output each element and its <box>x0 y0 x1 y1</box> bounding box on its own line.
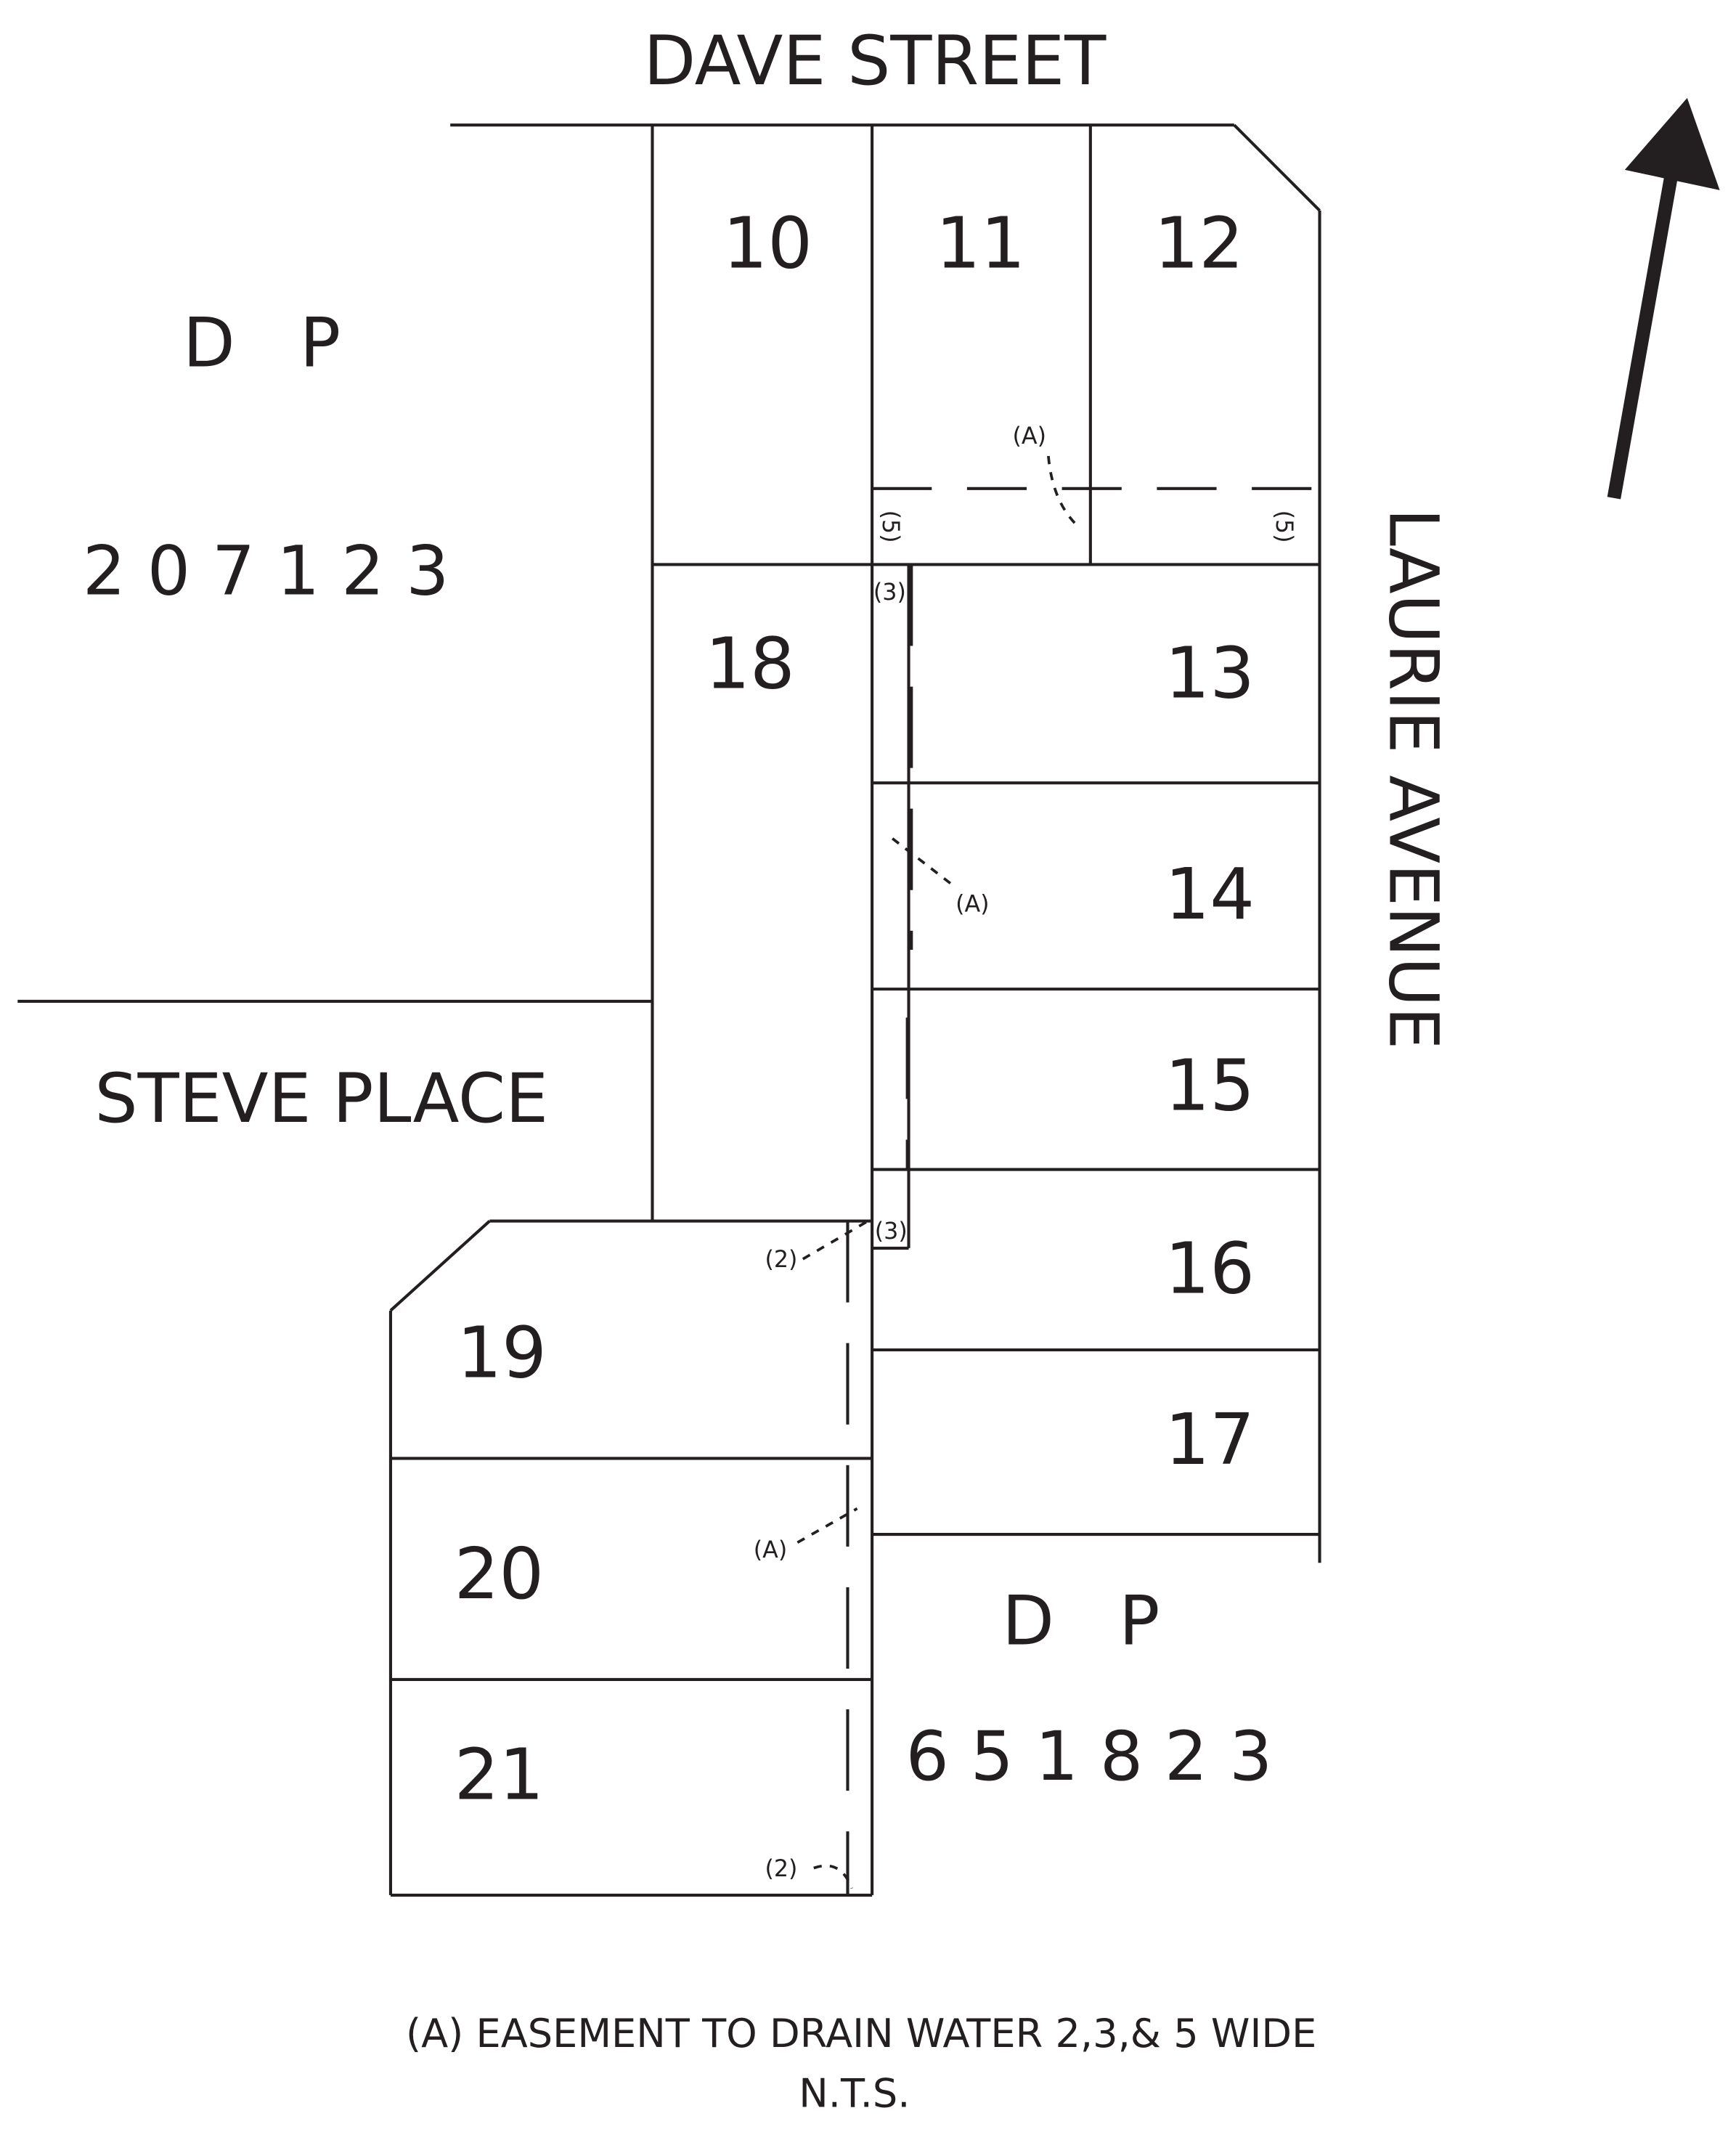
dp-number-right: 6 5 1 8 2 3 <box>906 1717 1273 1796</box>
lot-14: 14 <box>1165 853 1255 935</box>
lot-21: 21 <box>455 1733 545 1815</box>
easement-label-a: (A) <box>1013 423 1047 449</box>
lot-15: 15 <box>1165 1044 1255 1126</box>
dp-number-left: 2 0 7 1 2 3 <box>83 532 449 611</box>
easement-dashed-lines <box>846 487 1320 1895</box>
caption-scale: N.T.S. <box>799 2070 910 2116</box>
easement-width-2: (2) <box>765 1247 797 1273</box>
lot-10: 10 <box>722 202 812 284</box>
dp-prefix-left: D P <box>183 304 341 383</box>
street-label-steve: STEVE PLACE <box>94 1059 548 1139</box>
easement-leaders <box>796 455 1080 1889</box>
caption-legend: (A) EASEMENT TO DRAIN WATER 2,3,& 5 WIDE <box>406 2011 1316 2056</box>
lot-12: 12 <box>1154 202 1244 284</box>
lot-13: 13 <box>1165 632 1255 715</box>
easement-label-a: (A) <box>754 1537 788 1563</box>
easement-width-2: (2) <box>765 1856 797 1882</box>
easement-width-3: (3) <box>873 579 906 606</box>
lot-18: 18 <box>705 622 795 704</box>
boundary-lines <box>17 123 1321 1897</box>
easement-width-5: (5) <box>1271 510 1297 543</box>
lot-11: 11 <box>936 202 1026 284</box>
street-label-dave: DAVE STREET <box>643 22 1107 101</box>
lot-20: 20 <box>455 1533 545 1615</box>
easement-width-5: (5) <box>877 510 903 543</box>
easement-label-a: (A) <box>955 892 990 918</box>
dp-prefix-right: D P <box>1002 1582 1160 1661</box>
street-label-laurie: LAURIE AVENUE <box>1374 508 1453 1049</box>
north-arrow-icon <box>1607 97 1720 500</box>
lot-19: 19 <box>457 1311 547 1393</box>
easement-width-3: (3) <box>875 1218 908 1245</box>
lot-16: 16 <box>1165 1228 1255 1310</box>
lot-17: 17 <box>1165 1399 1255 1481</box>
